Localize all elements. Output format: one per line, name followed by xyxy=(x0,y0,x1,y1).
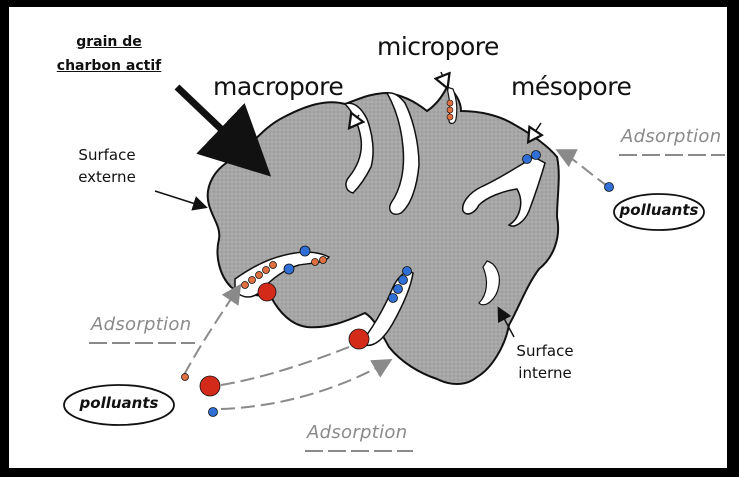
carbon-grain xyxy=(208,87,559,384)
surface-interne-label-line2: interne xyxy=(505,365,585,382)
adsorption-path-top-right xyxy=(559,151,609,187)
grain-label-line1: grain de xyxy=(39,35,179,50)
diagram-frame: grain de charbon actif macropore micropo… xyxy=(9,7,727,468)
micropore-pointer xyxy=(441,72,447,87)
grain-label-line2: charbon actif xyxy=(39,59,179,74)
surface-externe-label-line2: externe xyxy=(67,169,147,186)
macropore-label: macropore xyxy=(213,73,343,101)
surface-interne-label-line1: Surface xyxy=(505,343,585,360)
adsorption-label-top-right: Adsorption xyxy=(621,127,721,147)
adsorption-label-left: Adsorption xyxy=(91,315,191,335)
adsorption-path-left xyxy=(184,287,239,375)
adsorption-label-bottom: Adsorption xyxy=(307,423,407,443)
polluants-label-right: polluants xyxy=(617,202,701,219)
surface-externe-label-line1: Surface xyxy=(67,147,147,164)
adsorption-path-bottom xyxy=(221,361,389,409)
adsorption-path-middle xyxy=(221,347,349,385)
polluants-label-left: polluants xyxy=(75,395,163,412)
surface-externe-pointer xyxy=(155,191,205,207)
mesopore-label: mésopore xyxy=(511,73,631,101)
micropore-label: micropore xyxy=(377,33,499,61)
